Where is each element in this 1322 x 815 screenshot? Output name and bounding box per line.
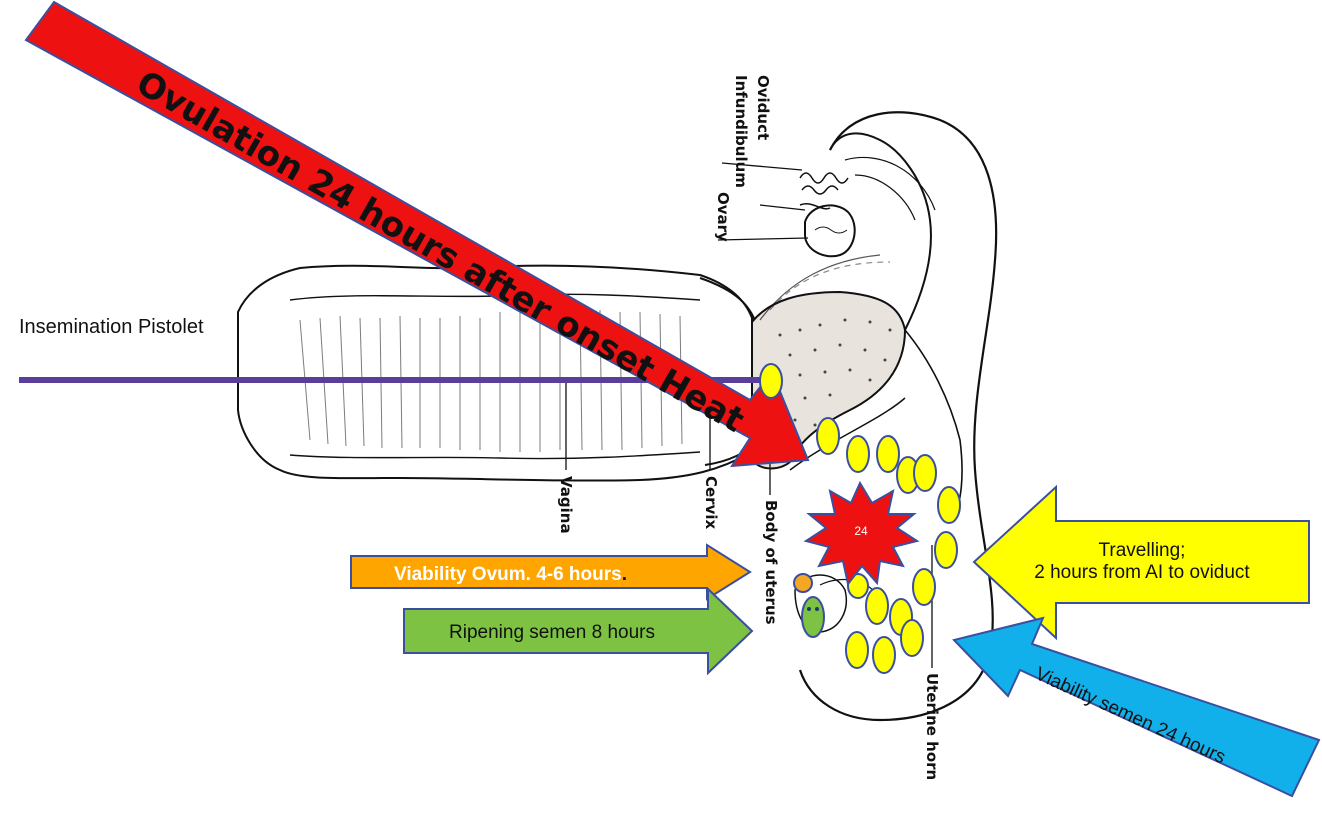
ripening-semen-label: Ripening semen 8 hours [449, 622, 655, 643]
semen-cell [846, 632, 868, 668]
travelling-arrow: Travelling; 2 hours from AI to oviduct [974, 487, 1309, 638]
semen-cell [913, 569, 935, 605]
travelling-label-line1: Travelling; [1099, 540, 1186, 561]
semen-cell [901, 620, 923, 656]
label-body-of-uterus: Body of uterus [762, 500, 780, 625]
viability-ovum-arrow: Viability Ovum. 4-6 hours. [351, 545, 750, 599]
viability-ovum-suffix: . [622, 564, 627, 585]
viability-ovum-label: Viability Ovum. 4-6 hours [394, 564, 622, 585]
semen-cell [817, 418, 839, 454]
ovum-icon [794, 574, 812, 592]
semen-cell [760, 364, 782, 398]
label-oviduct: Oviduct [754, 75, 772, 140]
label-uterine-horn: Uterine horn [923, 673, 941, 780]
embryo-icon [802, 597, 824, 637]
semen-cell [935, 532, 957, 568]
label-vagina: Vagina [557, 476, 575, 534]
semen-cell [938, 487, 960, 523]
label-insemination-pistolet: Insemination Pistolet [19, 316, 204, 338]
semen-cell [847, 436, 869, 472]
svg-text:Viability Ovum. 4-6 hours.: Viability Ovum. 4-6 hours. [394, 564, 627, 585]
semen-cell [877, 436, 899, 472]
starburst-label: 24 [854, 524, 868, 538]
ovulation-arrow: Ovulation 24 hours after onset Heat [26, 2, 808, 466]
label-ovary: Ovary [714, 192, 732, 242]
semen-cell [914, 455, 936, 491]
travelling-label-line2: 2 hours from AI to oviduct [1034, 562, 1250, 583]
label-cervix: Cervix [702, 476, 720, 529]
ripening-semen-arrow: Ripening semen 8 hours [404, 589, 752, 673]
label-infundibulum: Infundibulum [732, 75, 750, 188]
semen-cell [866, 588, 888, 624]
viability-semen-arrow: Viability semen 24 hours [954, 618, 1319, 796]
semen-cell [873, 637, 895, 673]
starburst-icon: 24 [806, 483, 917, 584]
